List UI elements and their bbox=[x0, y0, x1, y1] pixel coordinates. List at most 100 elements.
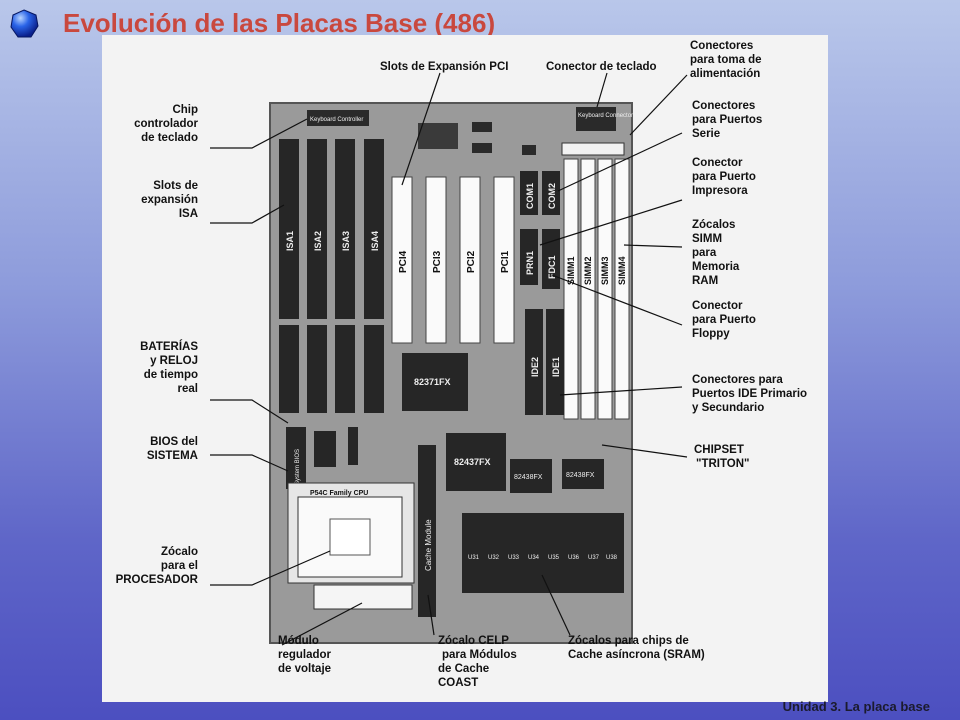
label-line: Conectores bbox=[692, 100, 755, 112]
label-line: "TRITON" bbox=[696, 458, 750, 470]
label-line: Impresora bbox=[692, 185, 748, 197]
callout-line bbox=[427, 594, 435, 636]
isa-slot-lower bbox=[279, 325, 299, 413]
isa-slot-label: ISA3 bbox=[341, 231, 351, 251]
label-line: BATERÍAS bbox=[140, 340, 198, 353]
callout-line bbox=[210, 118, 308, 149]
cpu-die bbox=[329, 518, 371, 556]
label-line: para Puerto bbox=[692, 314, 756, 326]
simm-label: SIMM1 bbox=[566, 256, 576, 285]
top-chip-2 bbox=[472, 122, 492, 132]
pci-slot bbox=[391, 176, 413, 344]
label-line: para Módulos bbox=[442, 649, 517, 661]
simm-label: SIMM3 bbox=[600, 256, 610, 285]
label-line: CHIPSET bbox=[694, 444, 744, 456]
chip-82438fx-label: 82438FX bbox=[514, 474, 543, 481]
ide1-connector bbox=[546, 309, 564, 415]
callout-line bbox=[210, 550, 331, 586]
keyboard-controller-chip bbox=[307, 110, 369, 126]
simm-label: SIMM2 bbox=[583, 256, 593, 285]
printer-connector bbox=[520, 229, 538, 285]
callout-lines bbox=[210, 72, 688, 646]
label-line: Zócalo CELP bbox=[438, 635, 509, 647]
simm-sockets: SIMM1 SIMM2 SIMM3 SIMM4 bbox=[563, 158, 630, 420]
label-line: Serie bbox=[692, 128, 720, 140]
label-line: para toma de bbox=[690, 54, 762, 66]
sram-area bbox=[462, 513, 624, 593]
top-chip-3 bbox=[472, 143, 492, 153]
label-line: Zócalos bbox=[692, 219, 735, 231]
com1-label: COM1 bbox=[525, 183, 535, 209]
label-line: Chip bbox=[172, 104, 198, 116]
label-line: regulador bbox=[278, 649, 332, 661]
label-bios: BIOS del SISTEMA bbox=[147, 436, 198, 462]
label-printer: Conector para Puerto Impresora bbox=[692, 157, 756, 197]
label-line: Puertos IDE Primario bbox=[692, 388, 807, 400]
isa-slot-label: ISA1 bbox=[285, 231, 295, 251]
label-line: BIOS del bbox=[150, 436, 198, 448]
pci-slot-label: PCI4 bbox=[398, 250, 409, 273]
simm-label: SIMM4 bbox=[617, 256, 627, 285]
label-line: para Puertos bbox=[692, 114, 762, 126]
isa-slot-lower bbox=[335, 325, 355, 413]
bios-chip bbox=[286, 427, 306, 489]
simm-socket bbox=[597, 158, 613, 420]
label-line: de voltaje bbox=[278, 663, 331, 675]
power-connector bbox=[561, 142, 625, 156]
label-line: para el bbox=[161, 560, 198, 572]
label-line: COAST bbox=[438, 677, 478, 689]
label-line: Zócalos para chips de bbox=[568, 635, 689, 647]
label-ide: Conectores para Puertos IDE Primario y S… bbox=[692, 374, 807, 414]
callout-line bbox=[559, 386, 683, 396]
ide2-label: IDE2 bbox=[530, 357, 540, 377]
sram-label: U37 bbox=[588, 555, 600, 561]
isa-slot bbox=[335, 139, 355, 319]
label-line: expansión bbox=[141, 194, 198, 206]
label-line: para Puerto bbox=[692, 171, 756, 183]
floppy-connector bbox=[542, 229, 560, 289]
keyboard-connector-text: Keyboard Connector bbox=[578, 113, 633, 119]
label-line: SIMM bbox=[692, 233, 722, 245]
cpu-label: P54C Family CPU bbox=[310, 490, 368, 497]
sram-label: U38 bbox=[606, 555, 618, 561]
label-keyboard-chip: Chip controlador de teclado bbox=[134, 104, 198, 144]
chip-82371fx bbox=[402, 353, 468, 411]
label-power: Conectores para toma de alimentación bbox=[690, 40, 762, 80]
prn1-label: PRN1 bbox=[525, 251, 535, 275]
sram-label: U31 bbox=[468, 555, 480, 561]
label-floppy: Conector para Puerto Floppy bbox=[692, 300, 756, 340]
sram-label: U36 bbox=[568, 555, 580, 561]
ide2-connector bbox=[525, 309, 543, 415]
keyboard-connector bbox=[576, 107, 616, 131]
bios-chip-text: System BIOS bbox=[295, 449, 301, 485]
blue-sphere-icon bbox=[10, 9, 39, 38]
callout-line bbox=[596, 72, 608, 108]
chip-82371fx-label: 82371FX bbox=[414, 377, 451, 387]
callout-line bbox=[551, 274, 683, 326]
label-chipset: CHIPSET "TRITON" bbox=[694, 444, 750, 470]
callout-line bbox=[210, 399, 289, 424]
pci-slot bbox=[425, 176, 447, 344]
celp-socket bbox=[418, 445, 436, 617]
label-line: para bbox=[692, 247, 717, 259]
pci-slot-label: PCI1 bbox=[500, 250, 511, 273]
simm-socket bbox=[563, 158, 579, 420]
isa-slot-label: ISA4 bbox=[370, 231, 380, 251]
isa-slot-lower bbox=[364, 325, 384, 413]
pci-slots: PCI4 PCI3 PCI2 PCI1 bbox=[391, 176, 515, 344]
label-keyboard-connector: Conector de teclado bbox=[546, 61, 657, 73]
isa-slot-label: ISA2 bbox=[313, 231, 323, 251]
label-line: Memoria bbox=[692, 261, 740, 273]
isa-slot-lower bbox=[307, 325, 327, 413]
label-line: Conector bbox=[692, 300, 743, 312]
isa-slot bbox=[364, 139, 384, 319]
motherboard-diagram: Keyboard Controller Keyboard Connector I… bbox=[102, 35, 828, 702]
pci-slot-label: PCI2 bbox=[466, 250, 477, 273]
isa-slots: ISA1 ISA2 ISA3 ISA4 bbox=[279, 139, 384, 413]
label-celp: Zócalo CELP para Módulos de Cache COAST bbox=[438, 635, 517, 689]
cache-module-label: Cache Module bbox=[424, 519, 433, 571]
rtc-chip bbox=[314, 431, 336, 467]
callout-line bbox=[281, 602, 363, 646]
isa-slot bbox=[307, 139, 327, 319]
callout-line bbox=[601, 444, 688, 458]
